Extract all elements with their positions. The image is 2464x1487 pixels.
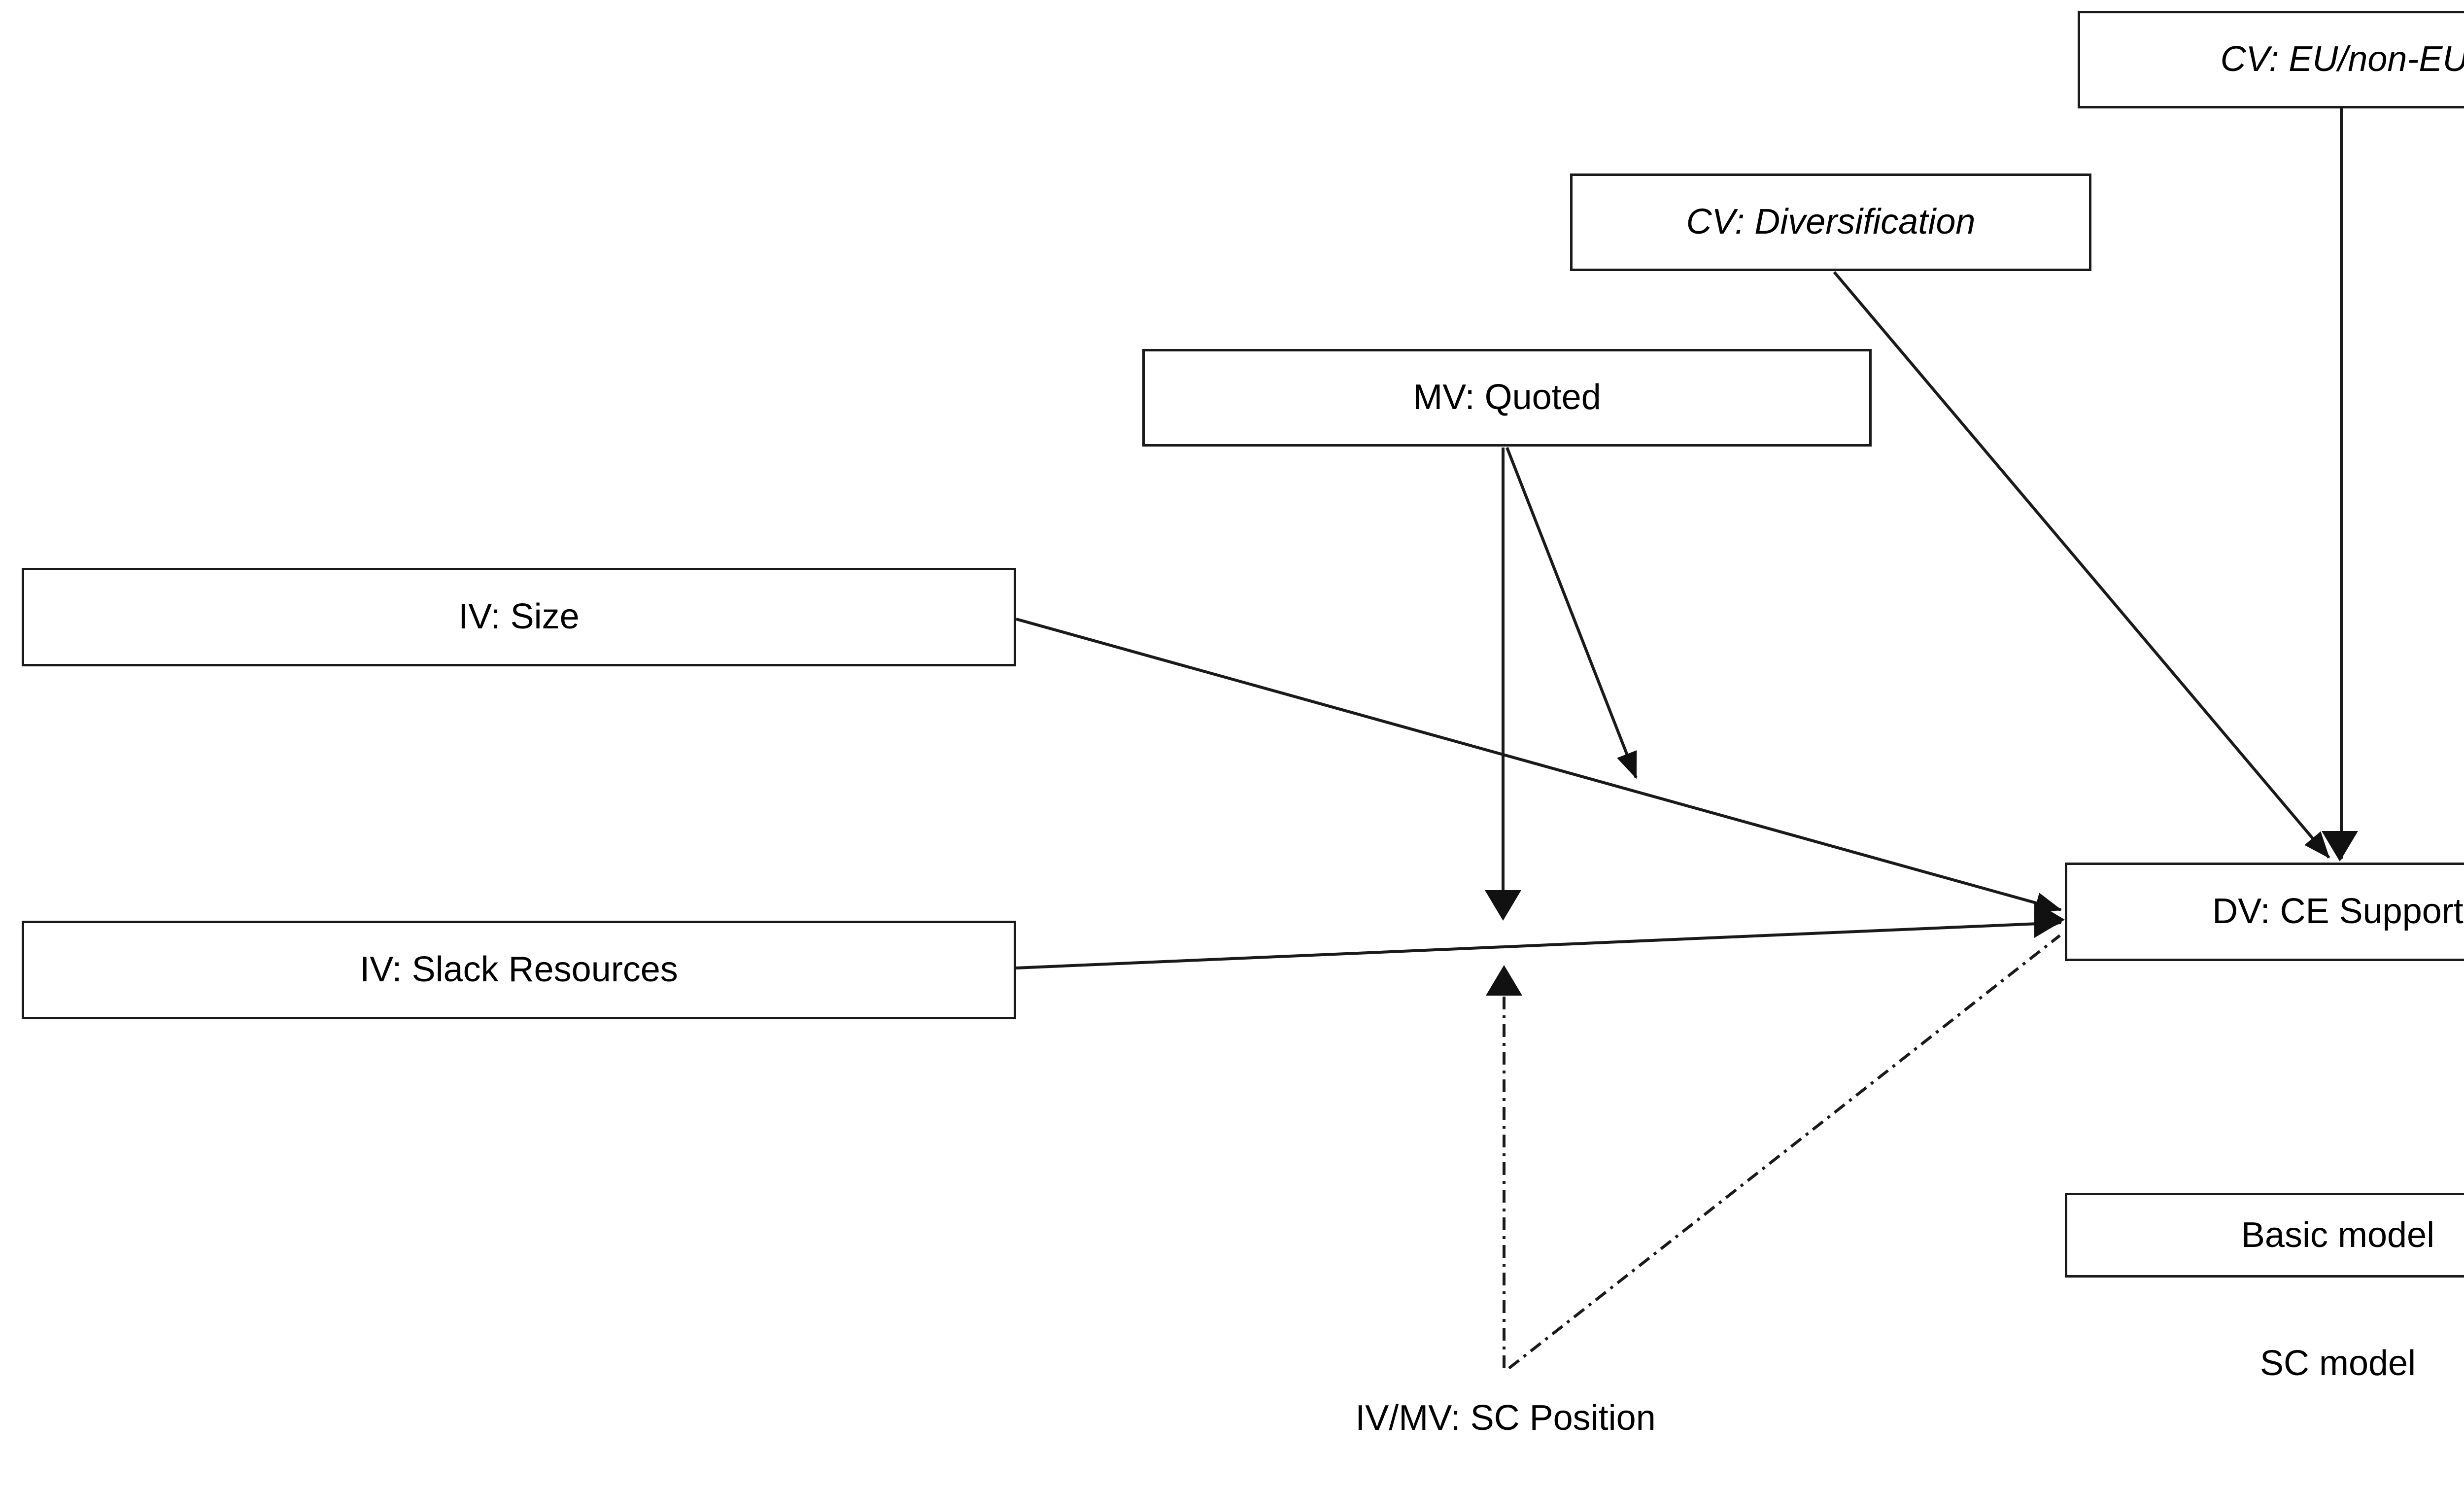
arrowhead-sc-onto-slack-path [1486,965,1522,996]
edge-iv-slack-to-dv [1016,913,2062,969]
edge-sc-to-dv [1508,934,2061,1370]
legend-item-sc-model: SC model [2065,1302,2464,1424]
node-label: CV: EU/non-EU [2220,39,2464,79]
arrowhead-mv-quoted-onto-slack-path [1485,890,1521,921]
node-mv-quoted[interactable]: MV: Quoted [1142,349,1872,447]
node-cv-eu-non-eu[interactable]: CV: EU/non-EU [2078,11,2464,108]
edges-group [1016,108,2358,1370]
node-label: DV: CE Support [2212,892,2464,932]
node-iv-slack-resources[interactable]: IV: Slack Resources [22,921,1016,1019]
node-iv-mv-sc-position[interactable]: IV/MV: SC Position [1148,1369,1863,1468]
edge-iv-size-to-dv [1016,618,2062,913]
node-label: CV: Diversification [1686,202,1976,242]
legend-label: Basic model [2241,1215,2435,1255]
arrowhead-into-dv-top [2322,831,2358,862]
node-label: MV: Quoted [1413,378,1601,417]
legend-label: SC model [2259,1344,2416,1383]
edge-cv-div-to-dv [1833,271,2330,859]
node-cv-diversification[interactable]: CV: Diversification [1570,173,2091,271]
node-iv-size[interactable]: IV: Size [22,568,1016,666]
edge-mv-quoted-to-size-path [1506,447,1638,779]
node-label: IV/MV: SC Position [1355,1398,1656,1438]
node-dv-ce-support[interactable]: DV: CE Support [2065,863,2464,961]
legend-item-basic-model: Basic model [2065,1193,2464,1278]
node-label: IV: Slack Resources [360,950,678,990]
arrowhead-into-dv-left [2034,901,2065,938]
node-label: IV: Size [458,597,580,637]
